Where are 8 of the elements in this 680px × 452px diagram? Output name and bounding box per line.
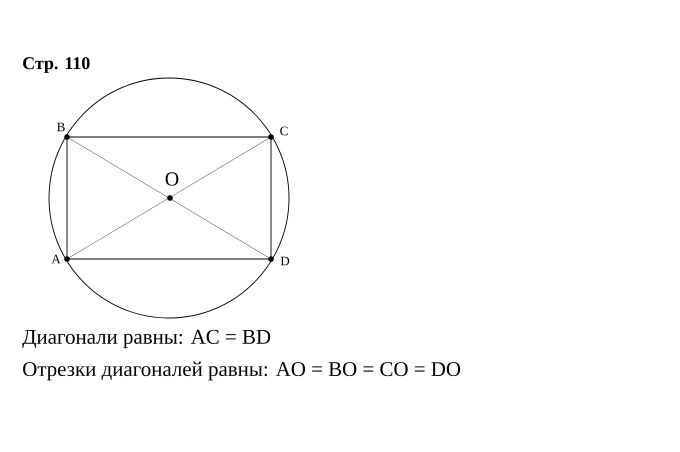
point-label: C	[280, 126, 288, 136]
point-label: B	[57, 122, 65, 132]
point-label: O	[166, 172, 178, 186]
page-title: Стр. 110	[23, 57, 90, 73]
point-label: A	[51, 254, 61, 264]
statement-text: Диагонали равны: AC = BD	[22, 330, 270, 348]
statement-text: Отрезки диагоналей равны: AO = BO = CO = DO	[23, 362, 460, 380]
point-label: D	[280, 256, 290, 266]
